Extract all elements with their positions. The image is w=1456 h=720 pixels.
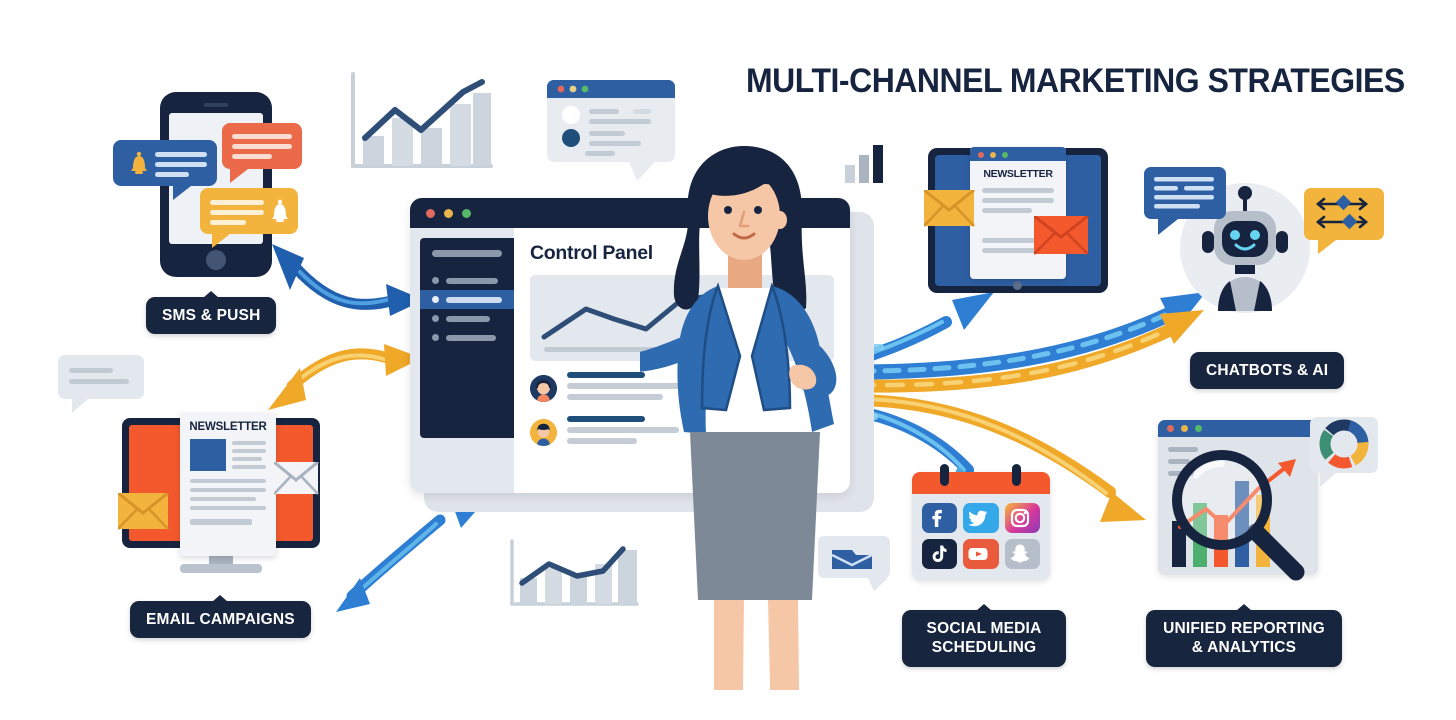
traffic-light-close[interactable] bbox=[978, 151, 984, 158]
calendar-ring-left bbox=[940, 464, 949, 486]
sidebar-item-label bbox=[446, 334, 496, 341]
mini-chart-top bbox=[345, 70, 495, 180]
traffic-light-minimize[interactable] bbox=[1181, 425, 1188, 432]
presenter-figure bbox=[570, 140, 890, 720]
message-bubble-small bbox=[58, 355, 150, 415]
traffic-light-maximize[interactable] bbox=[1002, 151, 1008, 158]
monitor-base bbox=[180, 564, 262, 573]
badge-label: CHATBOTS & AI bbox=[1206, 362, 1329, 379]
instagram-icon[interactable] bbox=[1004, 503, 1040, 533]
sidebar-item-label bbox=[446, 315, 490, 322]
calendar-header bbox=[912, 472, 1050, 494]
newsletter-document: NEWSLETTER bbox=[180, 413, 276, 556]
sidebar-item-label bbox=[446, 277, 498, 284]
phone-home-button bbox=[206, 250, 226, 270]
youtube-icon[interactable] bbox=[963, 539, 999, 569]
social-icon-grid bbox=[912, 494, 1050, 578]
bullet-icon bbox=[432, 296, 439, 303]
notification-bubble-yellow bbox=[200, 188, 302, 250]
badge-notch bbox=[212, 595, 229, 602]
sidebar-item-3[interactable] bbox=[420, 309, 514, 328]
window-titlebar bbox=[970, 147, 1066, 161]
traffic-light-close[interactable] bbox=[1167, 425, 1174, 432]
envelope-icon-orange bbox=[1033, 214, 1090, 261]
bullet-icon bbox=[432, 315, 439, 322]
tablet-home-button bbox=[1013, 281, 1022, 290]
envelope-icon-yellow bbox=[117, 491, 170, 536]
newsletter-title: NEWSLETTER bbox=[189, 421, 267, 433]
newsletter-title: NEWSLETTER bbox=[983, 168, 1053, 180]
badge-unified-reporting[interactable]: UNIFIED REPORTING & ANALYTICS bbox=[1146, 604, 1342, 667]
sidebar-header-bar bbox=[432, 250, 502, 257]
traffic-light-maximize[interactable] bbox=[462, 209, 471, 218]
badge-label: SMS & PUSH bbox=[162, 307, 261, 324]
badge-label-wrap: CHATBOTS & AI bbox=[1190, 352, 1345, 390]
tiktok-icon[interactable] bbox=[922, 539, 958, 569]
badge-label-line2: SCHEDULING bbox=[931, 639, 1037, 657]
badge-label-line1: UNIFIED REPORTING bbox=[1163, 620, 1325, 637]
analytics-illustration bbox=[1158, 417, 1378, 581]
badge-notch bbox=[1236, 604, 1252, 611]
robot-automation-bubble bbox=[1300, 188, 1386, 258]
panel-sidebar bbox=[410, 228, 514, 493]
newsletter-window: NEWSLETTER bbox=[970, 147, 1066, 279]
window-titlebar bbox=[1158, 420, 1318, 437]
sidebar-item-1[interactable] bbox=[420, 271, 514, 290]
sidebar-item-label bbox=[446, 296, 502, 303]
donut-chart-bubble bbox=[1310, 417, 1384, 489]
calendar-ring-right bbox=[1012, 464, 1021, 486]
panel-user-row-2 bbox=[530, 416, 834, 449]
folder-bubble bbox=[818, 536, 898, 592]
facebook-icon[interactable] bbox=[922, 503, 958, 533]
badge-label: EMAIL CAMPAIGNS bbox=[146, 611, 295, 628]
badge-sms-push[interactable]: SMS & PUSH bbox=[146, 291, 277, 335]
calendar-body bbox=[912, 472, 1050, 580]
social-calendar-illustration bbox=[912, 464, 1050, 592]
traffic-light-minimize[interactable] bbox=[444, 209, 453, 218]
mail-folder-icon bbox=[831, 550, 873, 569]
phone-speaker bbox=[204, 103, 228, 107]
traffic-light-maximize[interactable] bbox=[1195, 425, 1202, 432]
badge-notch bbox=[203, 291, 220, 298]
mini-bar-icon bbox=[845, 145, 893, 188]
avatar bbox=[530, 375, 557, 402]
panel-user-lines bbox=[567, 372, 834, 405]
snapchat-icon[interactable] bbox=[1004, 539, 1040, 569]
traffic-light-minimize[interactable] bbox=[990, 151, 996, 158]
notification-bubble-blue bbox=[113, 140, 221, 202]
robot-chat-bubble bbox=[1144, 167, 1232, 237]
badge-notch bbox=[976, 604, 992, 611]
chat-window-bubble bbox=[545, 78, 690, 183]
bell-icon bbox=[272, 199, 288, 222]
email-campaign-illustration: NEWSLETTER bbox=[117, 413, 320, 578]
page-title: MULTI-CHANNEL MARKETING STRATEGIES bbox=[746, 62, 1405, 100]
analytics-window bbox=[1158, 420, 1318, 575]
twitter-icon[interactable] bbox=[963, 503, 999, 533]
mini-chart-bottom bbox=[505, 538, 640, 616]
badge-label-line1: SOCIAL MEDIA bbox=[926, 620, 1042, 637]
sidebar-item-4[interactable] bbox=[420, 328, 514, 347]
panel-user-row-1 bbox=[530, 372, 834, 405]
panel-heading: Control Panel bbox=[530, 242, 653, 264]
badge-email-campaigns[interactable]: EMAIL CAMPAIGNS bbox=[130, 595, 311, 639]
badge-social-media-scheduling[interactable]: SOCIAL MEDIA SCHEDULING bbox=[902, 604, 1066, 667]
newsletter-tablet-illustration: NEWSLETTER bbox=[923, 147, 1108, 293]
magnifier-icon bbox=[1172, 450, 1305, 581]
panel-user-lines bbox=[567, 416, 834, 449]
badge-label-line2: & ANALYTICS bbox=[1191, 639, 1297, 657]
bullet-icon bbox=[432, 334, 439, 341]
envelope-icon-yellow bbox=[923, 188, 976, 233]
bell-icon bbox=[131, 151, 147, 174]
avatar bbox=[530, 419, 557, 446]
badge-chatbots-ai[interactable]: CHATBOTS & AI bbox=[1190, 352, 1345, 390]
sidebar-item-2-active[interactable] bbox=[420, 290, 514, 309]
traffic-light-close[interactable] bbox=[426, 209, 435, 218]
envelope-icon-white bbox=[273, 460, 320, 501]
bullet-icon bbox=[432, 277, 439, 284]
robot-icon bbox=[1202, 186, 1288, 311]
notification-bubble-orange bbox=[222, 123, 306, 185]
